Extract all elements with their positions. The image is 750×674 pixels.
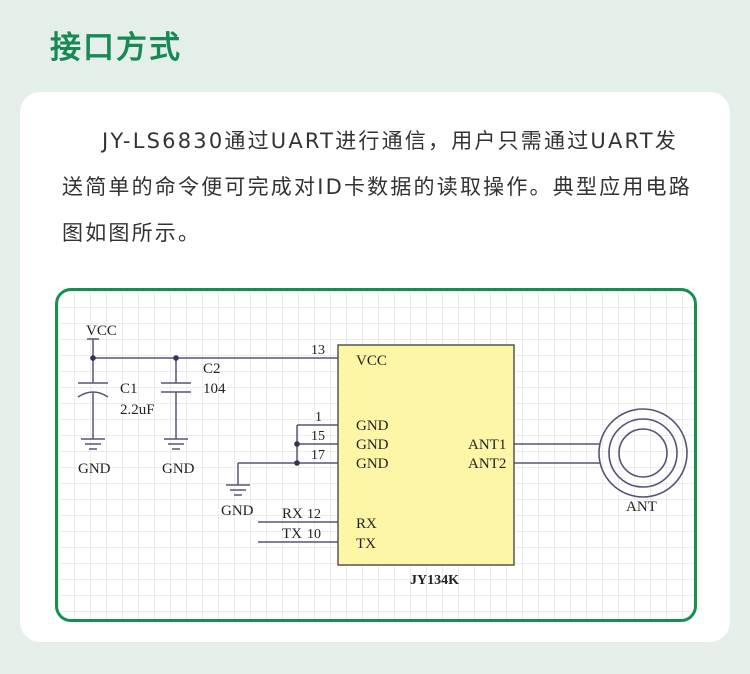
chip-pin-ant1-label: ANT1 <box>468 437 506 453</box>
c2-junction-dot <box>173 355 179 361</box>
antenna-coil-inner <box>618 428 668 478</box>
chip-pin-gnd-label-2: GND <box>356 437 389 453</box>
tx-net-label: TX <box>282 526 302 542</box>
gnd-label-3: GND <box>221 503 254 519</box>
pin13-number: 13 <box>311 343 325 358</box>
chip-pin-vcc-label: VCC <box>356 353 387 369</box>
pin17-number: 17 <box>311 448 325 463</box>
chip-pin-rx-label: RX <box>356 516 377 532</box>
intro-paragraph: JY-LS6830通过UART进行通信，用户只需通过UART发送简单的命令便可完… <box>62 129 692 245</box>
pin10-number: 10 <box>307 527 321 542</box>
c2-name: C2 <box>203 361 221 377</box>
chip-name: JY134K <box>410 573 459 588</box>
c1-name: C1 <box>120 381 138 397</box>
page-title: 接口方式 <box>50 30 182 66</box>
circuit-schematic: VCC C1 2.2uF C2 104 GND GND GND 13 1 15 … <box>77 323 688 588</box>
chip-pin-gnd-label-3: GND <box>356 456 389 472</box>
c2-value: 104 <box>203 381 226 397</box>
pin12-number: 12 <box>307 507 321 522</box>
pin15-number: 15 <box>311 429 325 444</box>
circuit-diagram-frame: VCC C1 2.2uF C2 104 GND GND GND 13 1 15 … <box>55 288 697 622</box>
chip-pin-gnd-label-1: GND <box>356 418 389 434</box>
vcc-junction-dot <box>90 355 96 361</box>
content-card: JY-LS6830通过UART进行通信，用户只需通过UART发送简单的命令便可完… <box>20 92 730 642</box>
c1-value: 2.2uF <box>120 402 155 418</box>
antenna-label: ANT <box>626 499 657 515</box>
rx-net-label: RX <box>282 506 303 522</box>
antenna-coil-middle <box>608 418 678 488</box>
chip-pin-tx-label: TX <box>356 536 376 552</box>
chip-body <box>337 344 515 566</box>
gnd-label-1: GND <box>78 461 111 477</box>
pin17-junction-dot <box>294 460 300 466</box>
pin15-junction-dot <box>294 441 300 447</box>
chip-pin-ant2-label: ANT2 <box>468 456 506 472</box>
gnd-label-2: GND <box>162 461 195 477</box>
pin1-number: 1 <box>315 410 322 425</box>
vcc-label: VCC <box>86 323 117 339</box>
antenna-coil-outer <box>598 408 688 498</box>
